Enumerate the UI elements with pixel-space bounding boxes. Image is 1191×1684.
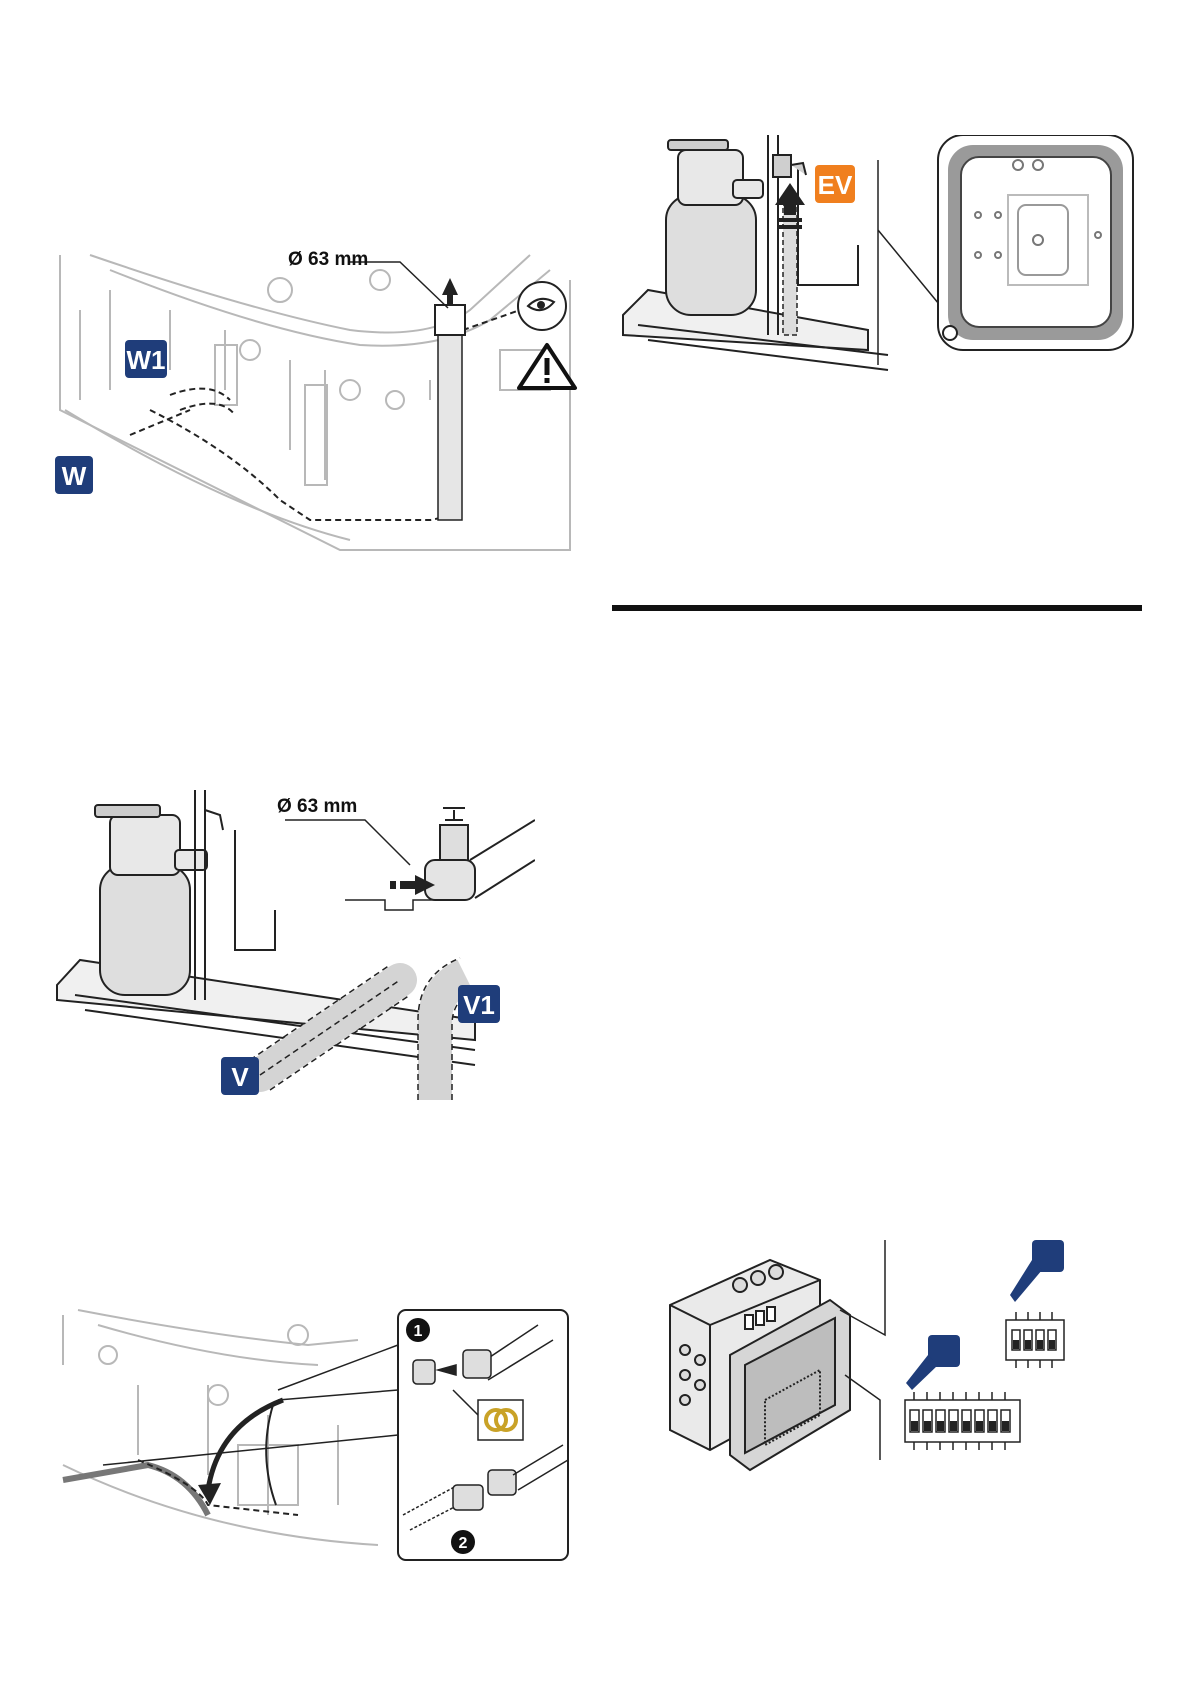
label-w1: W1 bbox=[125, 340, 167, 378]
tub-outline bbox=[60, 255, 570, 550]
warning-icon bbox=[519, 345, 575, 388]
dip-pointer-tag-small bbox=[1010, 1240, 1064, 1302]
filter-tray bbox=[623, 290, 888, 370]
svg-text:V1: V1 bbox=[463, 990, 495, 1020]
dip-pointer-tag-large bbox=[906, 1335, 960, 1390]
svg-text:EV: EV bbox=[818, 170, 853, 200]
diameter-leader bbox=[285, 820, 410, 865]
svg-text:1: 1 bbox=[414, 1323, 423, 1340]
dashed-hose bbox=[783, 205, 797, 335]
figure-drain-w: Ø 63 mm W1 W bbox=[50, 250, 580, 560]
figure-control-box bbox=[660, 1240, 1105, 1480]
vertical-pipe bbox=[438, 320, 462, 520]
gap-bracket bbox=[345, 900, 445, 910]
svg-text:2: 2 bbox=[459, 1535, 468, 1552]
pipe-socket bbox=[435, 305, 465, 335]
filter-tank bbox=[666, 140, 763, 315]
figure-filter-ev: EV bbox=[618, 135, 1140, 395]
svg-text:W: W bbox=[62, 461, 87, 491]
step-2-badge: 2 bbox=[451, 1530, 475, 1554]
tub-top-view bbox=[938, 135, 1133, 350]
diameter-label: Ø 63 mm bbox=[277, 796, 357, 817]
eye-icon bbox=[518, 282, 566, 330]
svg-text:V: V bbox=[231, 1062, 249, 1092]
tub-outline bbox=[63, 1310, 378, 1545]
dip-switch-8 bbox=[905, 1392, 1020, 1450]
label-v1: V1 bbox=[458, 985, 500, 1023]
section-divider bbox=[612, 605, 1142, 611]
label-ev: EV bbox=[815, 165, 855, 203]
wall bbox=[195, 790, 275, 1000]
hose bbox=[63, 1465, 208, 1515]
gate-valve bbox=[425, 808, 535, 900]
label-w: W bbox=[55, 456, 93, 494]
figure-hose-connection: 1 2 bbox=[58, 1305, 573, 1565]
dip-switch-4 bbox=[1006, 1312, 1064, 1368]
callout-leader bbox=[103, 1345, 398, 1465]
svg-text:W1: W1 bbox=[127, 345, 166, 375]
arrow-up-icon bbox=[442, 278, 458, 305]
diameter-label: Ø 63 mm bbox=[288, 250, 368, 270]
valve-icon bbox=[773, 155, 806, 177]
figure-pipe-v: Ø 63 mm V1 V bbox=[55, 790, 535, 1100]
label-v: V bbox=[221, 1057, 259, 1095]
filter-tank bbox=[95, 805, 207, 995]
step-1-badge: 1 bbox=[406, 1318, 430, 1342]
